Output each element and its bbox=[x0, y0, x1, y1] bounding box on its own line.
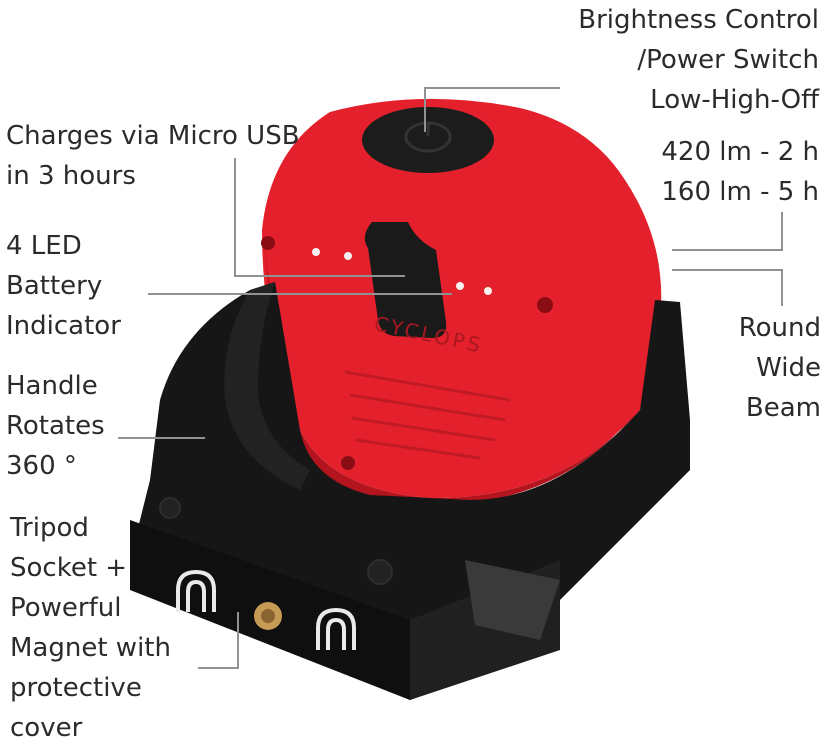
power-button bbox=[362, 107, 494, 173]
callout-line: Socket + bbox=[10, 553, 128, 583]
handle-mount bbox=[130, 282, 690, 700]
spec-line: 420 lm - 2 h bbox=[661, 137, 819, 167]
light-body: CYCLOPS bbox=[261, 98, 662, 506]
battery-led-4 bbox=[484, 287, 492, 295]
callout-line: /Power Switch bbox=[637, 45, 819, 75]
battery-led-3 bbox=[456, 282, 464, 290]
runtime-specs: 420 lm - 2 h 160 lm - 5 h bbox=[661, 132, 819, 212]
callout-line: Brightness Control bbox=[578, 5, 819, 35]
callout-line: Beam bbox=[745, 393, 821, 423]
callout-line: Battery bbox=[6, 271, 103, 301]
callout-line: Low-High-Off bbox=[650, 85, 819, 115]
callout-line: Round bbox=[738, 313, 821, 343]
charging-callout: Charges via Micro USB in 3 hours bbox=[6, 116, 300, 196]
handle-callout: Handle Rotates 360 ° bbox=[6, 366, 105, 486]
callout-line: Indicator bbox=[6, 311, 121, 341]
magnet-icon bbox=[316, 607, 356, 650]
magnet-icon bbox=[176, 569, 216, 612]
battery-led-2 bbox=[344, 252, 352, 260]
tripod-magnet-callout: Tripod Socket + Powerful Magnet with pro… bbox=[10, 508, 171, 748]
callout-line: Powerful bbox=[10, 593, 122, 623]
callout-leader-lines bbox=[118, 87, 783, 669]
callout-line: protective bbox=[10, 673, 142, 703]
usb-port-cover bbox=[364, 222, 447, 338]
battery-indicator-callout: 4 LED Battery Indicator bbox=[6, 226, 121, 346]
battery-led-1 bbox=[312, 248, 320, 256]
callout-line: Magnet with bbox=[10, 633, 171, 663]
callout-line: Tripod bbox=[10, 513, 89, 543]
callout-line: Wide bbox=[756, 353, 821, 383]
callout-line: in 3 hours bbox=[6, 161, 136, 191]
callout-line: Handle bbox=[6, 371, 98, 401]
callout-line: Charges via Micro USB bbox=[6, 121, 300, 151]
callout-line: cover bbox=[10, 713, 83, 743]
callout-line: 360 ° bbox=[6, 451, 77, 481]
brightness-callout: Brightness Control /Power Switch Low-Hig… bbox=[578, 0, 819, 120]
callout-line: Rotates bbox=[6, 411, 105, 441]
callout-line: 4 LED bbox=[6, 231, 82, 261]
beam-callout: Round Wide Beam bbox=[739, 308, 821, 428]
spec-line: 160 lm - 5 h bbox=[661, 177, 819, 207]
